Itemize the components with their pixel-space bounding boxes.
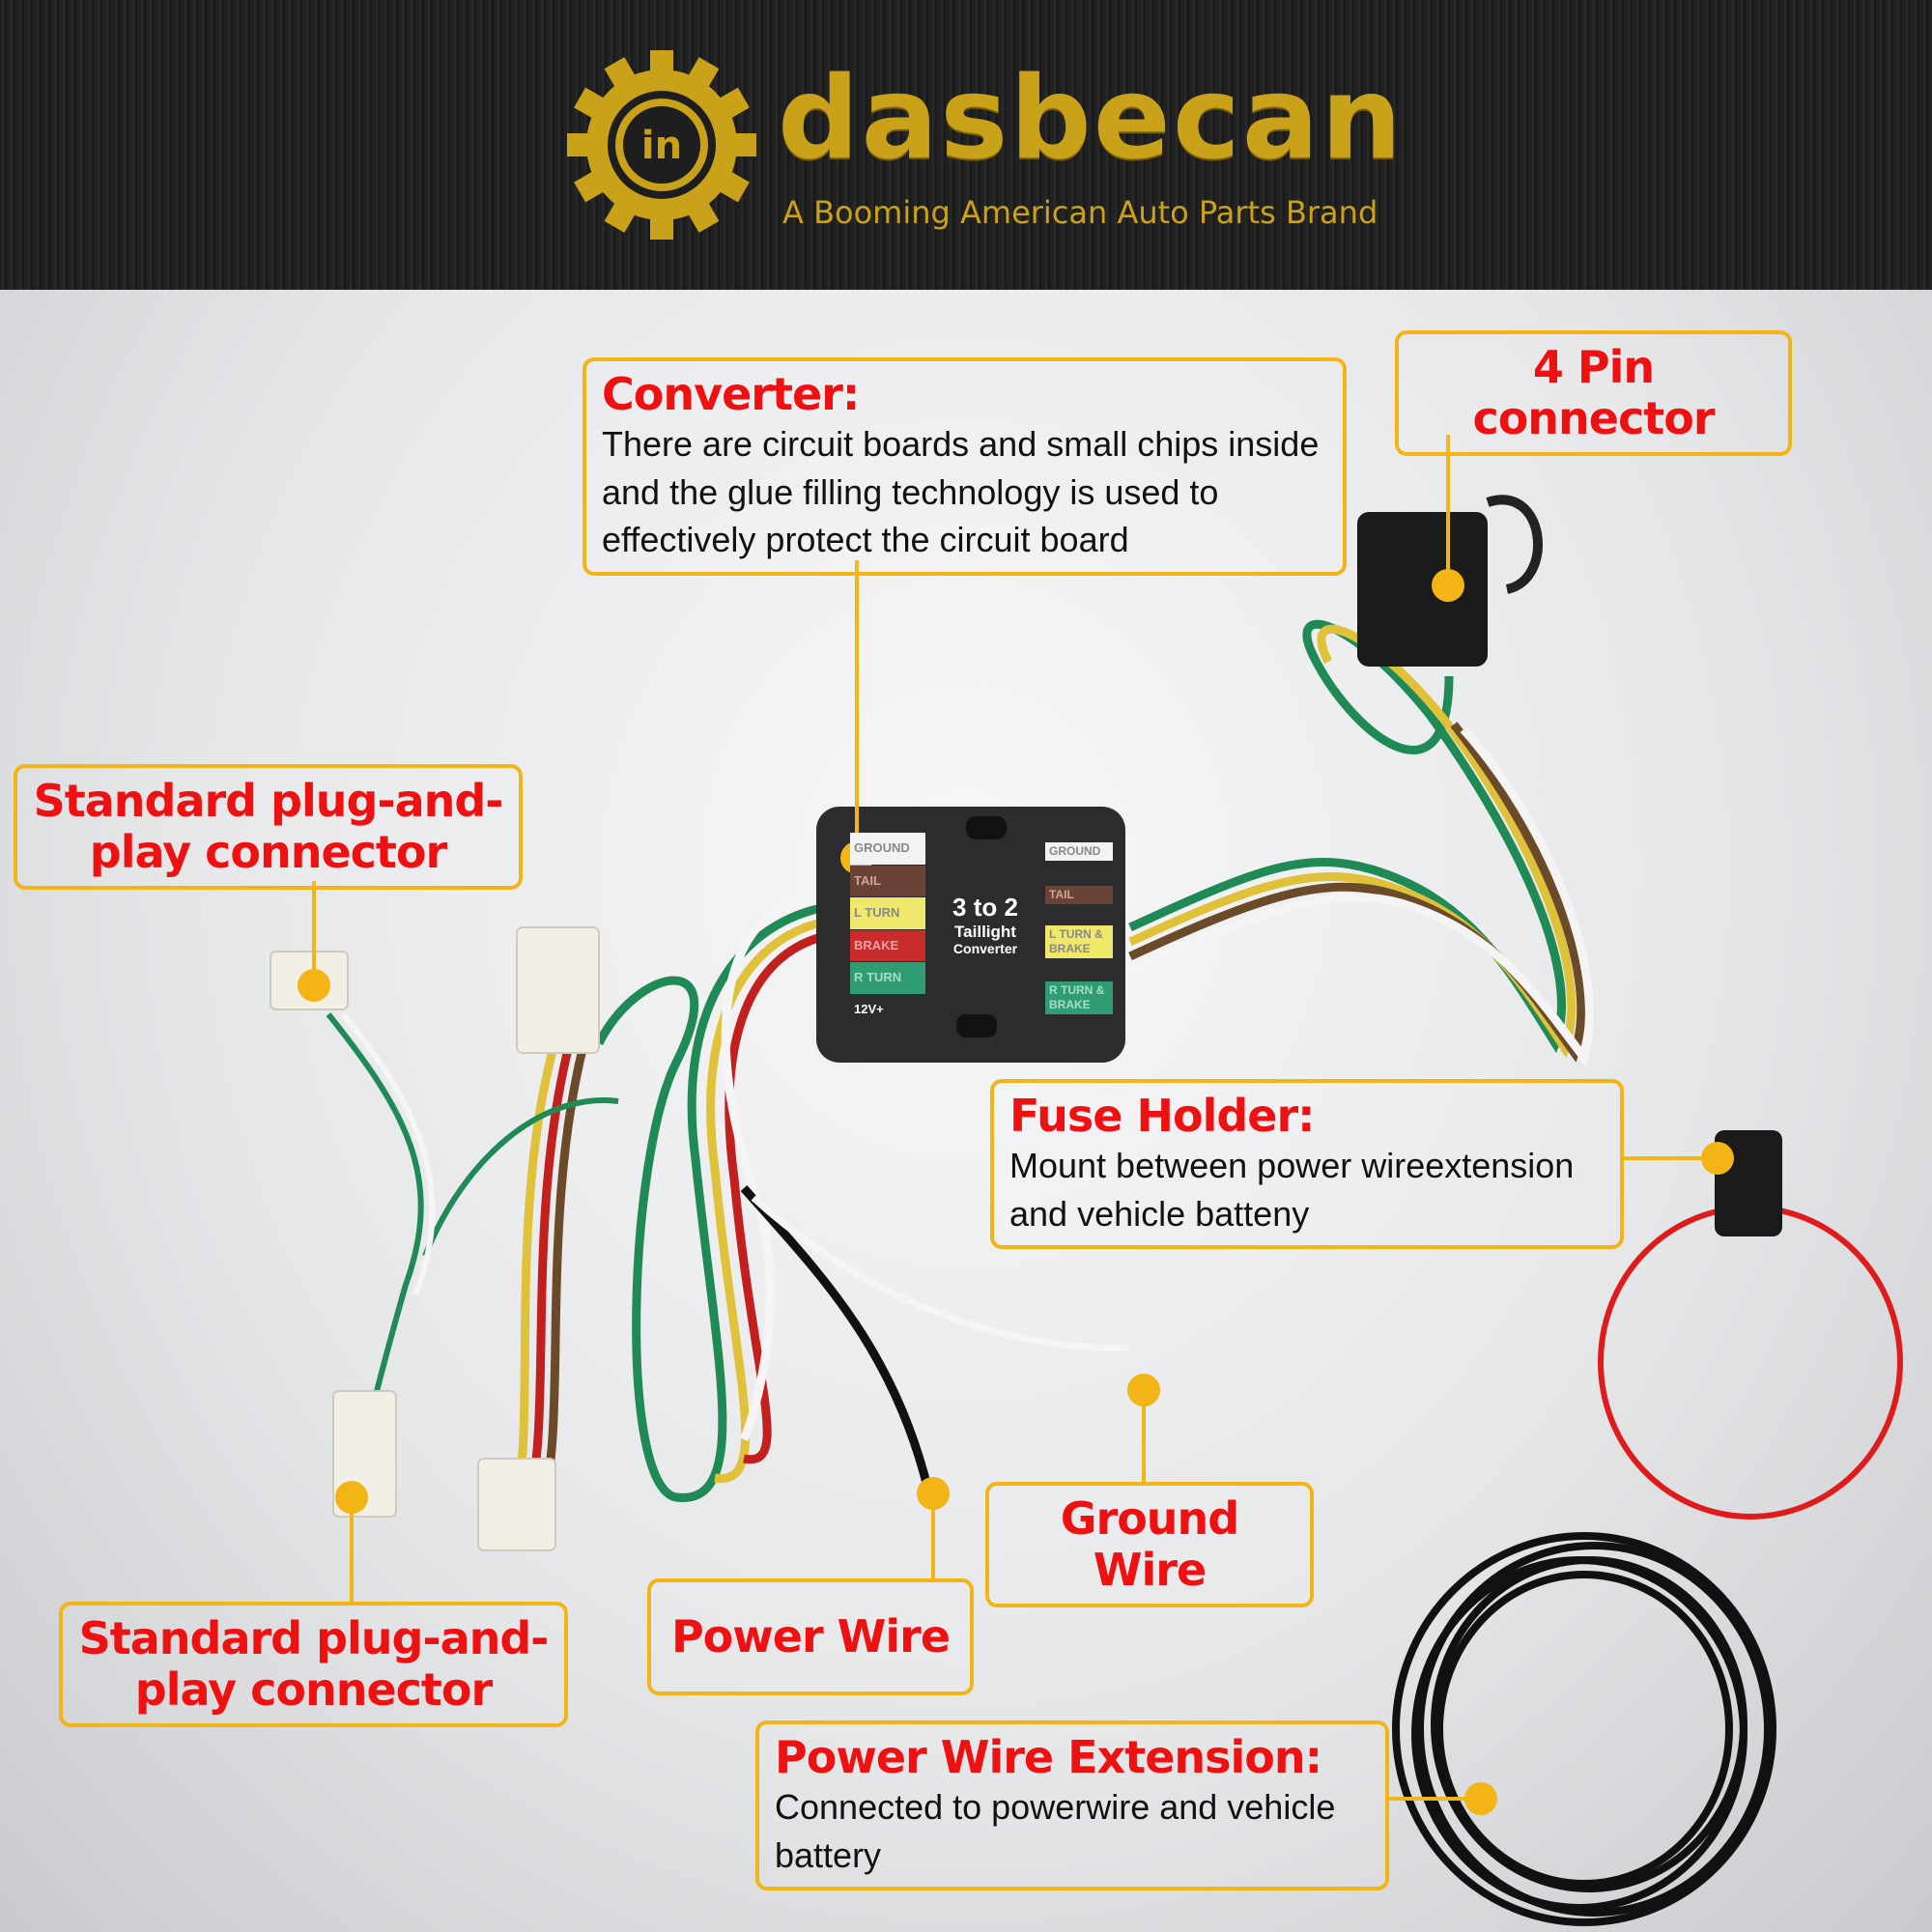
converter-title: 3 to 2 Taillight Converter [933, 893, 1037, 957]
callout-fuse-text: Mount between power wireextension and ve… [1009, 1145, 1575, 1234]
power-wire-extension-coil [1392, 1532, 1776, 1926]
label-rturn-brake-out: R TURN & BRAKE [1045, 981, 1113, 1014]
brand-header: in dasbecan A Booming American Auto Part… [0, 0, 1932, 290]
four-pin-connector [1357, 495, 1543, 667]
label-ground-out: GROUND [1045, 842, 1113, 861]
converter-title-sub2: Converter [952, 941, 1018, 957]
label-lturn-in: L TURN [850, 897, 925, 929]
callout-four-pin: 4 Pin connector [1395, 330, 1792, 456]
logo-mark: in [641, 124, 682, 168]
callout-converter: Converter: There are circuit boards and … [582, 357, 1347, 576]
converter-input-labels: GROUND TAIL L TURN BRAKE R TURN 12V+ [850, 833, 925, 1025]
label-brake-in: BRAKE [850, 929, 925, 961]
callout-converter-title: Converter: [602, 368, 860, 420]
callout-power-title: Power Wire [670, 1610, 951, 1663]
label-12v: 12V+ [854, 1001, 884, 1016]
label-tail-out: TAIL [1045, 886, 1113, 904]
callout-power-wire-extension: Power Wire Extension: Connected to power… [755, 1720, 1389, 1891]
four-pin-harness [1128, 619, 1594, 1068]
brand-tagline: A Booming American Auto Parts Brand [782, 194, 1378, 231]
callout-extension-text: Connected to powerwire and vehicle batte… [775, 1786, 1336, 1875]
callout-fuse-holder: Fuse Holder: Mount between power wireext… [990, 1079, 1624, 1250]
callout-extension-title: Power Wire Extension: [775, 1731, 1322, 1783]
callout-standard-bottom-title: Standard plug-and-play connector [78, 1612, 550, 1716]
callout-ground-title: Ground Wire [1060, 1492, 1239, 1596]
converter-title-sub1: Taillight [954, 922, 1016, 941]
label-tail-in: TAIL [850, 865, 925, 896]
callout-power-wire: Power Wire [647, 1578, 974, 1695]
callout-standard-connector-top: Standard plug-and-play connector [14, 764, 523, 890]
gear-logo-icon: in [567, 50, 756, 240]
callout-standard-connector-bottom: Standard plug-and-play connector [59, 1602, 568, 1727]
fuse-holder [1598, 1130, 1903, 1520]
callout-converter-text: There are circuit boards and small chips… [602, 423, 1320, 560]
callout-standard-top-title: Standard plug-and-play connector [33, 775, 504, 878]
callout-four-pin-title: 4 Pin connector [1472, 341, 1715, 444]
callout-ground-wire: Ground Wire [985, 1482, 1314, 1607]
brand-name: dasbecan [778, 51, 1405, 185]
label-ground-in: GROUND [850, 833, 925, 865]
converter-output-labels: GROUND TAIL L TURN & BRAKE R TURN & BRAK… [1045, 842, 1113, 1014]
label-rturn-in: R TURN [850, 962, 925, 994]
label-lturn-brake-out: L TURN & BRAKE [1045, 925, 1113, 958]
callout-fuse-title: Fuse Holder: [1009, 1090, 1316, 1142]
converter-title-main: 3 to 2 [952, 893, 1018, 922]
